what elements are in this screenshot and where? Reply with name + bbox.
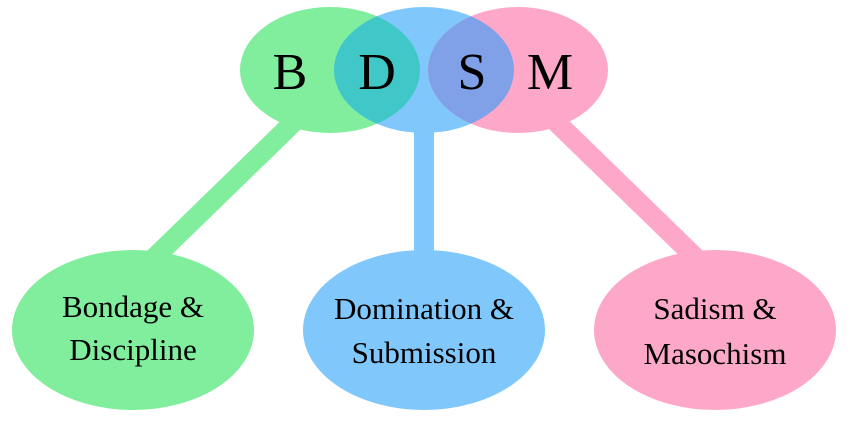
connector-right [545,110,703,266]
node-label-bondage-line1: Bondage & [62,289,204,324]
letter-s: S [458,44,487,101]
letter-m: M [527,44,573,101]
letter-d: D [358,44,396,101]
letter-b: B [273,44,308,101]
node-label-bondage-line2: Discipline [69,332,196,367]
connector-left [145,110,305,268]
node-sadism-masochism [594,250,836,410]
node-bondage-discipline [12,250,254,410]
venn-overlap-green-blue [334,7,420,133]
venn-overlap-blue-pink [428,7,514,133]
node-label-domination-line2: Submission [352,335,497,370]
node-domination-submission [303,250,545,410]
node-label-domination-line1: Domination & [334,291,514,326]
node-label-sadism-line1: Sadism & [653,291,776,326]
node-label-sadism-line2: Masochism [644,336,787,371]
